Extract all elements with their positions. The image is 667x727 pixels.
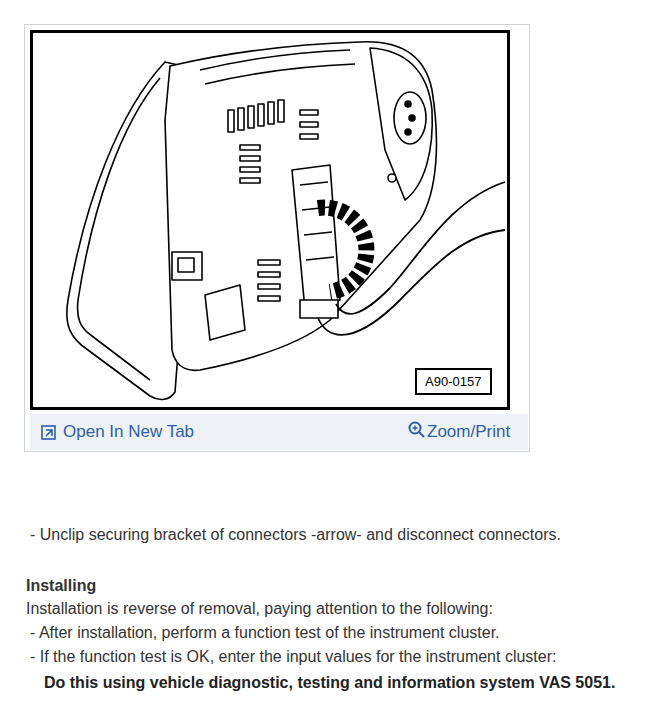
step-text: - If the function test is OK, enter the … [30,648,556,666]
connector-plug [292,165,340,310]
figure-number-box: A90-0157 [415,368,492,395]
bracket [205,285,245,340]
open-tab-icon [42,426,55,439]
section-heading: Installing [26,577,96,595]
socket-housing [370,48,432,200]
note-text: Do this using vehicle diagnostic, testin… [44,674,615,692]
arrow-marker [318,208,366,292]
button-bar [30,414,528,450]
bezel-edge [78,78,160,380]
zoom-icon [410,423,425,438]
figure-number: A90-0157 [425,374,482,389]
image-panel [25,25,530,452]
button-text: Zoom/Print [427,422,510,442]
socket [394,92,426,144]
step-text: - Unclip securing bracket of connectors … [30,526,561,544]
body-text: Installation is reverse of removal, payi… [26,600,493,618]
figure-frame [32,32,509,409]
step-text: - After installation, perform a function… [30,624,500,642]
instrument-cluster [67,42,505,400]
mounting-tab [172,252,202,280]
button-text: Open In New Tab [63,422,194,442]
rear-housing [165,42,436,371]
connector-clip [300,300,338,318]
